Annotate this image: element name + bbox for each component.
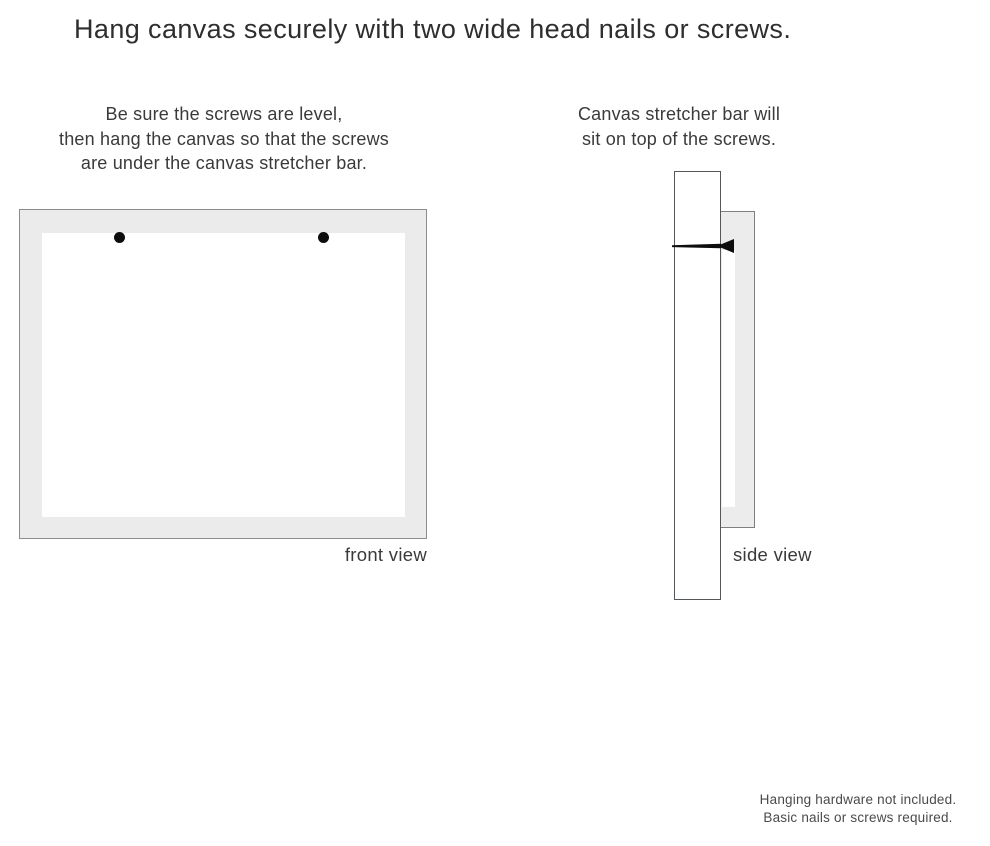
side-view-diagram: [660, 165, 860, 625]
canvas-front-face: [42, 233, 405, 517]
side-instruction-text: Canvas stretcher bar will sit on top of …: [577, 104, 781, 149]
nail-icon: [672, 239, 734, 253]
canvas-side-section: [720, 211, 755, 528]
screw-dot-icon: [318, 232, 329, 243]
canvas-recess: [722, 250, 735, 507]
footnote-text: Hanging hardware not included. Basic nai…: [759, 792, 957, 825]
front-instruction-text: Be sure the screws are level, then hang …: [59, 104, 389, 173]
front-view-diagram: [19, 209, 427, 539]
front-view-label: front view: [344, 544, 427, 565]
screw-dot-icon: [114, 232, 125, 243]
wall-section: [674, 171, 721, 600]
page-title: Hang canvas securely with two wide head …: [74, 14, 792, 44]
side-view-label: side view: [733, 544, 812, 565]
